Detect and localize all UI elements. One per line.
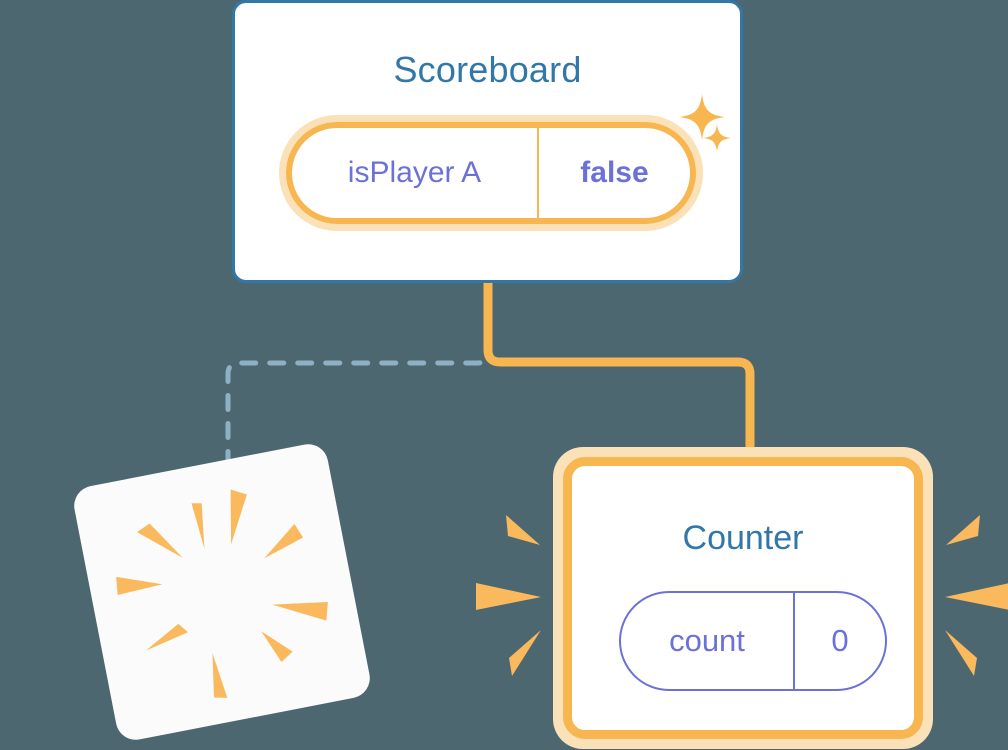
scoreboard-state-pill[interactable]: isPlayer A false [286, 122, 696, 224]
counter-card[interactable]: Counter count 0 [563, 457, 923, 739]
scoreboard-pill-glow [279, 115, 703, 231]
blank-rotated-card[interactable] [70, 440, 374, 744]
sparkle-large-icon [679, 94, 725, 140]
counter-state-pill[interactable]: count 0 [619, 591, 887, 691]
solid-connector-path [483, 283, 755, 470]
scoreboard-state-key: isPlayer A [347, 156, 482, 189]
counter-state-key: count [669, 623, 745, 658]
scoreboard-card[interactable]: Scoreboard isPlayer A false [232, 0, 743, 283]
burst-rays-icon [116, 489, 328, 698]
scoreboard-state-value: false [580, 156, 649, 189]
sparkle-small-icon [703, 124, 731, 152]
counter-pill-divider [793, 593, 795, 689]
scoreboard-title: Scoreboard [393, 49, 582, 90]
scoreboard-pill-divider [537, 128, 539, 218]
dashed-connector-path [225, 280, 491, 478]
counter-state-value: 0 [831, 623, 849, 658]
counter-title: Counter [682, 519, 804, 557]
